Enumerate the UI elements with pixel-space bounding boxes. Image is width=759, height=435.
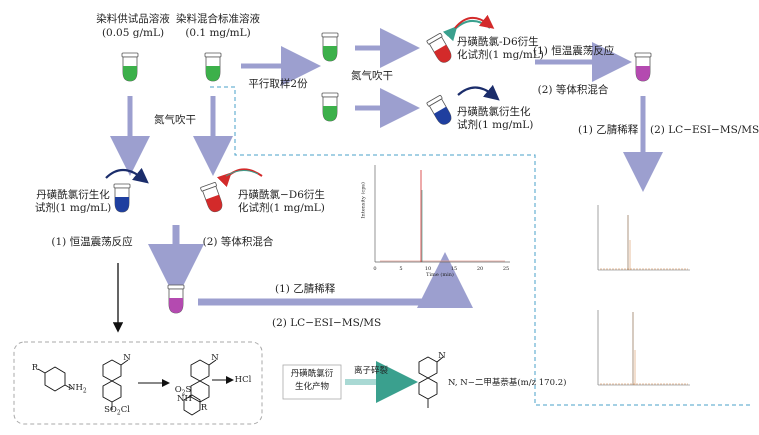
sulfonamide-structure: [183, 359, 217, 416]
sample-solution-label: 染料供试品溶液: [96, 13, 170, 25]
so2cl-label: SO2Cl: [104, 405, 130, 417]
standard-conc-label: (0.1 mg/mL): [185, 27, 251, 39]
r2-label: R: [200, 403, 208, 413]
chrom-ylabel: Intensity (cps): [360, 182, 367, 219]
amine-structure: [37, 366, 73, 392]
dilute-label-top: (1) 乙腈稀释: [578, 124, 639, 136]
hcl-label: HCl: [234, 375, 252, 385]
arrow-left-to-chrom: [198, 252, 473, 308]
chrom-xtick-15: 15: [450, 266, 458, 272]
chrom-xtick-0: 0: [373, 266, 377, 272]
left-reagent-arc: [105, 167, 149, 184]
nh-label: NH: [177, 394, 192, 404]
lcms-label-left: (2) LC−ESI−MS/MS: [272, 317, 382, 329]
chromatogram-right-1: [597, 205, 690, 271]
d6-reagent-tube-top: [426, 32, 455, 66]
left-d6-arc: [216, 168, 263, 188]
mixed-tube-left: [167, 284, 185, 314]
d6-reagent-label-left: 丹磺酰氯−D6衍生 化试剂(1 mg/mL): [238, 189, 325, 214]
parallel-tube-2: [321, 92, 339, 122]
parallel-tube-1: [321, 32, 339, 62]
nme2-label-a: N: [123, 353, 131, 363]
parallel-label: 平行取样2份: [248, 78, 308, 90]
sample-tube: [121, 52, 139, 82]
d6-reagent-label-top: 丹磺酰氯-D6衍生 化试剂(1 mg/mL): [457, 36, 544, 61]
r-label: R: [31, 363, 39, 373]
fragment-product-label: N, N−二甲基萘基(m/z 170.2): [448, 378, 567, 388]
dilute-label-left: (1) 乙腈稀释: [275, 283, 336, 295]
standard-solution-label: 染料混合标准溶液: [176, 13, 260, 25]
chromatogram-right-2: [597, 310, 690, 386]
chrom-xtick-20: 20: [476, 266, 484, 272]
fragment-box-label: 丹磺酰氯衍 生化产物: [290, 369, 334, 392]
nme2-label-b: N: [211, 353, 219, 363]
nitrogen-label-top: 氮气吹干: [351, 70, 393, 82]
fragment-box: [282, 364, 342, 400]
o2s-label: O2S: [174, 385, 192, 397]
chrom-xtick-25: 25: [502, 266, 510, 272]
nh2-label: NH2: [68, 383, 87, 395]
nitrogen-label-left: 氮气吹干: [154, 114, 196, 126]
reagent-mix-arc: [457, 84, 500, 101]
step2-label-top: (2) 等体积混合: [537, 84, 609, 96]
step1-label-top: (1) 恒温震荡反应: [533, 45, 615, 57]
chromatogram-main: [374, 165, 510, 263]
sample-conc-label: (0.05 g/mL): [101, 27, 165, 39]
lcms-label-top: (2) LC−ESI−MS/MS: [650, 124, 759, 136]
reagent-tube-top: [426, 94, 455, 128]
d6-reagent-tube-left: [199, 181, 226, 215]
standard-tube: [204, 52, 222, 82]
step2-label-left: (2) 等体积混合: [202, 236, 274, 248]
fragment-structure: [418, 356, 444, 408]
reagent-label-top: 丹磺酰氯衍生化 试剂(1 mg/mL): [457, 106, 534, 131]
mixed-tube-top: [634, 52, 652, 82]
fragment-arrow-label: 离子碎裂: [353, 366, 388, 376]
fragment-n-label: N: [438, 351, 446, 361]
reagent-label-left: 丹磺酰氯衍生化 试剂(1 mg/mL): [34, 189, 112, 214]
dansyl-chloride-structure: [102, 359, 129, 410]
chrom-xtick-10: 10: [424, 266, 432, 272]
reagent-tube-left: [113, 183, 131, 213]
step1-label-left: (1) 恒温震荡反应: [51, 236, 133, 248]
chrom-xlabel: Time (min): [426, 272, 454, 278]
chrom-xtick-5: 5: [399, 266, 403, 272]
